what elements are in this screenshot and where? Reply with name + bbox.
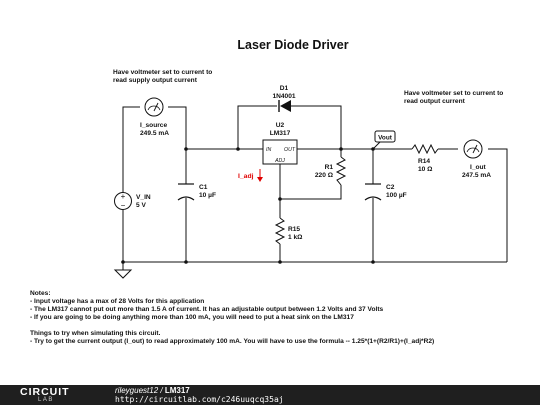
i-out-name: I_out — [470, 164, 487, 171]
ammeter-needle-icon — [472, 144, 478, 154]
junction-dot — [339, 147, 343, 151]
notes-line: - If you are going to be doing anything … — [30, 314, 354, 322]
wires — [122, 105, 508, 270]
r15-name: R15 — [288, 226, 300, 233]
ammeter-arc-icon — [147, 105, 161, 111]
d1-value: 1N4001 — [272, 93, 295, 100]
c1-value: 10 µF — [199, 192, 216, 199]
r14-value: 10 Ω — [418, 166, 433, 173]
d1-name: D1 — [280, 85, 289, 92]
capacitor-c1[interactable]: C1 10 µF — [177, 183, 216, 201]
credit-separator: / — [158, 386, 165, 395]
regulator-u2[interactable]: U2 LM317 IN OUT ADJ — [262, 122, 298, 165]
junction-dot — [278, 197, 282, 201]
notes-line — [30, 322, 530, 330]
ammeter-i-source[interactable]: I_source 249.5 mA — [140, 97, 169, 137]
notes-line: Things to try when simulating this circu… — [30, 330, 161, 338]
svg-text:Have voltmeter set to current: Have voltmeter set to current to — [113, 69, 212, 76]
r15-value: 1 kΩ — [288, 234, 303, 241]
wire-iout-to-right — [488, 148, 508, 262]
resistor-r1[interactable]: R1 220 Ω — [315, 156, 347, 186]
circuit-url[interactable]: http://circuitlab.com/c246uuqcq35aj — [115, 395, 284, 404]
author-link[interactable]: rileyguest12 — [115, 386, 159, 395]
c1-name: C1 — [199, 184, 208, 191]
junction-dot — [278, 260, 282, 264]
output-current-annotation: Have voltmeter set to current to read ou… — [404, 90, 503, 105]
circuit-name: LM317 — [164, 386, 190, 395]
i-out-value: 247.5 mA — [462, 172, 491, 179]
junction-dots — [121, 147, 375, 264]
minus-sign-icon: − — [121, 201, 126, 210]
c2-value: 100 µF — [386, 192, 407, 199]
junction-dot — [236, 147, 240, 151]
i-adj-current-marker: I_adj — [238, 169, 263, 182]
capacitor-c2[interactable]: C2 100 µF — [364, 183, 407, 201]
v-in-name: V_IN — [136, 194, 151, 201]
arrow-down-icon — [257, 177, 263, 182]
wire-diode-left — [237, 105, 277, 149]
notes-line: Notes: — [30, 290, 51, 297]
author-credit: rileyguest12 / LM317 — [115, 386, 190, 395]
diode-triangle-icon — [280, 100, 291, 112]
u2-pin-in: IN — [266, 147, 271, 153]
notes-block: Notes: - Input voltage has a max of 28 V… — [30, 290, 530, 347]
junction-dot — [371, 260, 375, 264]
c2-name: C2 — [386, 184, 395, 191]
i-source-name: I_source — [140, 122, 167, 129]
ammeter-i-out[interactable]: I_out 247.5 mA — [462, 139, 491, 179]
voltage-source-v-in[interactable]: + − V_IN 5 V — [114, 192, 151, 210]
notes-line: - Try to get the current output (I_out) … — [30, 338, 435, 346]
junction-dot — [184, 260, 188, 264]
r1-name: R1 — [325, 164, 334, 171]
logo-bottom-text: LAB — [38, 397, 54, 403]
i-source-value: 249.5 mA — [140, 130, 169, 137]
junction-dot — [184, 147, 188, 151]
i-adj-label: I_adj — [238, 173, 254, 180]
plus-sign-icon: + — [121, 192, 126, 201]
vout-label: Vout — [378, 135, 393, 142]
u2-value: LM317 — [270, 130, 291, 137]
supply-current-annotation: Have voltmeter set to current to read su… — [113, 69, 212, 84]
wire-isource-to-in — [168, 106, 263, 150]
notes-line: - The LM317 cannot put out more than 1.5… — [30, 306, 384, 314]
wire-diode-right — [291, 105, 342, 149]
ammeter-arc-icon — [466, 147, 480, 153]
svg-text:read output current: read output current — [404, 98, 466, 105]
wire-r1-bottom — [280, 185, 342, 200]
wire-left-top — [122, 106, 140, 193]
svg-text:read supply output current: read supply output current — [113, 77, 198, 84]
v-in-value: 5 V — [136, 202, 146, 209]
u2-name: U2 — [276, 122, 285, 129]
circuitlab-logo[interactable]: CIRCUIT LAB — [20, 387, 92, 404]
r1-value: 220 Ω — [315, 172, 334, 179]
notes-line: - Input voltage has a max of 28 Volts fo… — [30, 298, 205, 306]
resistor-r15[interactable]: R15 1 kΩ — [274, 217, 303, 245]
u2-pin-out: OUT — [284, 147, 296, 153]
svg-text:Have voltmeter set to current: Have voltmeter set to current to — [404, 90, 503, 97]
resistor-r14[interactable]: R14 10 Ω — [411, 143, 439, 173]
schematic-title: Laser Diode Driver — [237, 38, 348, 52]
footer-bar: CIRCUIT LAB rileyguest12 / LM317 http://… — [0, 385, 540, 405]
diode-d1[interactable]: D1 1N4001 — [272, 85, 296, 112]
vout-probe[interactable]: Vout — [372, 130, 396, 150]
ground-icon — [113, 269, 133, 279]
junction-dot — [121, 260, 125, 264]
logo-top-text: CIRCUIT — [20, 386, 70, 398]
u2-pin-adj: ADJ — [274, 158, 285, 164]
ammeter-needle-icon — [153, 102, 159, 112]
r14-name: R14 — [418, 158, 430, 165]
